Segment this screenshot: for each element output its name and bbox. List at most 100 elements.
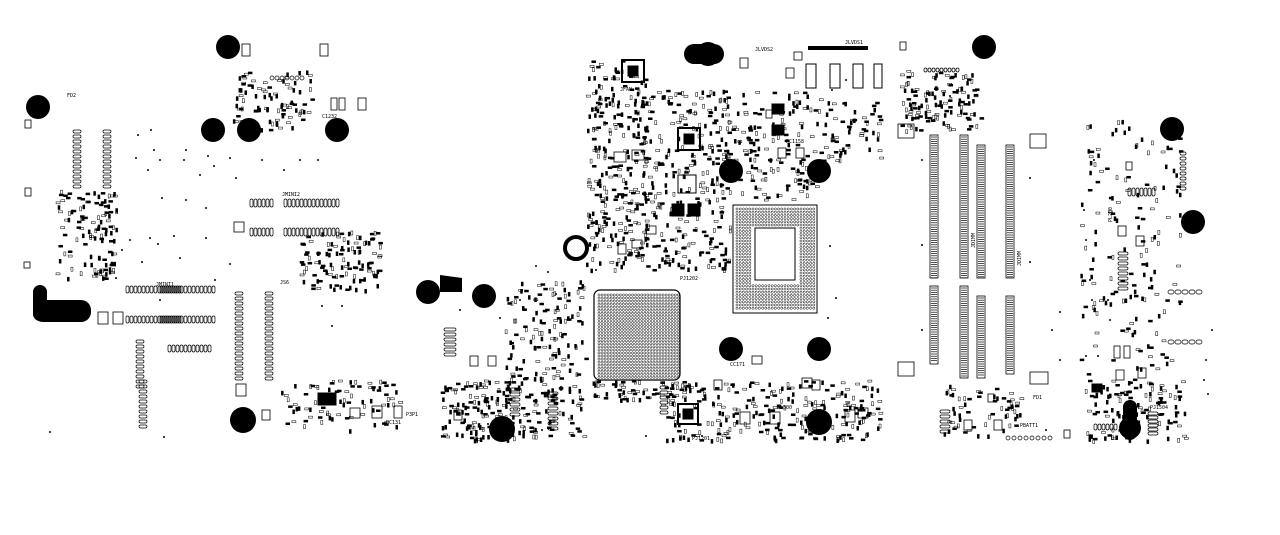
smd-part: [715, 387, 720, 390]
smd-part: [361, 399, 364, 405]
smd-part: [714, 245, 719, 249]
bga-ball: [628, 324, 631, 327]
smd-part: [712, 91, 716, 97]
bga-ball: [786, 287, 790, 291]
smd-part: [1153, 186, 1157, 191]
smd-part: [1095, 180, 1101, 184]
smd-part: [615, 77, 620, 81]
bga-ball: [758, 284, 761, 288]
smd-part: [242, 76, 248, 80]
bga-ball: [764, 297, 768, 300]
pin-pad: [135, 349, 145, 354]
smd-part: [762, 192, 767, 196]
smd-part: [734, 391, 739, 394]
smd-part: [319, 410, 324, 413]
smd-part: [575, 372, 579, 377]
smd-part: [391, 383, 396, 387]
via: [341, 305, 343, 307]
pin-pad: [509, 407, 521, 412]
pin-pad: [234, 351, 244, 356]
smd-part: [769, 158, 773, 163]
smd-part: [288, 116, 293, 119]
smd-part: [937, 104, 942, 108]
bga-ball: [628, 308, 631, 312]
pin-pad: [145, 285, 150, 294]
component-outline: [993, 419, 1003, 431]
pin-pad: [303, 227, 308, 237]
bga-ball: [622, 327, 625, 330]
smd-part: [440, 391, 446, 395]
bga-ball: [799, 223, 803, 227]
smd-part: [65, 196, 71, 200]
bga-ball: [646, 330, 650, 333]
smd-part: [618, 229, 623, 232]
smd-part: [764, 198, 769, 202]
bga-ball: [643, 305, 647, 309]
bga-ball: [634, 351, 637, 355]
bga-ball: [649, 327, 653, 330]
bga-ball: [786, 297, 790, 300]
smd-part: [676, 103, 682, 107]
smd-part: [1182, 434, 1187, 438]
smd-part: [1122, 298, 1125, 304]
smd-part: [718, 411, 722, 416]
bga-ball: [751, 217, 755, 220]
bga-ball: [600, 348, 604, 352]
bga-ball: [600, 324, 604, 327]
bga-ball: [673, 293, 677, 297]
mounting-hole: [416, 280, 440, 304]
bga-ball: [670, 308, 674, 312]
smd-part: [300, 263, 306, 266]
smd-part: [644, 159, 648, 165]
bga-ball: [658, 372, 662, 376]
bga-ball: [738, 220, 742, 224]
bga-ball: [661, 299, 665, 303]
smd-part: [490, 411, 495, 415]
bga-ball: [640, 342, 644, 346]
pin-pad: [234, 326, 244, 331]
bga-ball: [606, 293, 610, 297]
smd-part: [723, 432, 729, 435]
smd-part: [1109, 276, 1113, 281]
bga-ball: [597, 299, 601, 303]
ic-packages: [317, 59, 1103, 425]
smd-part: [469, 430, 473, 436]
smd-part: [355, 287, 358, 293]
smd-part: [727, 120, 733, 124]
bga-ball: [646, 302, 650, 306]
bga-ball: [673, 348, 677, 352]
bga-ball: [812, 290, 816, 294]
bga-ball: [790, 214, 793, 217]
smd-part: [809, 177, 813, 182]
bga-ball: [664, 299, 668, 303]
bga-ball: [606, 333, 610, 336]
smd-part: [610, 77, 616, 81]
bga-ball: [600, 376, 604, 379]
smd-part: [548, 344, 552, 350]
pin-pad: [1188, 289, 1196, 295]
smd-part: [664, 247, 667, 252]
bga-ball: [786, 290, 790, 294]
smd-part: [533, 403, 539, 407]
bga-ball: [670, 318, 674, 321]
pin-pad: [295, 227, 300, 237]
smd-part: [1092, 412, 1098, 416]
bga-ball: [770, 223, 774, 227]
pin-pad: [1181, 289, 1189, 295]
smd-part: [79, 206, 82, 212]
smd-part: [356, 235, 359, 240]
smd-part: [83, 262, 87, 267]
smd-part: [725, 113, 730, 117]
bga-ball: [664, 351, 668, 355]
bga-ball: [777, 210, 780, 214]
smd-part: [561, 358, 567, 361]
smd-part: [596, 126, 601, 129]
bga-ball: [761, 220, 764, 224]
smd-part: [1095, 410, 1100, 414]
smd-part: [514, 299, 517, 304]
pin-pad: [135, 369, 145, 374]
smd-part: [564, 304, 567, 310]
smd-part: [853, 406, 859, 410]
pin-pad: [1097, 423, 1102, 431]
bga-ball: [622, 351, 625, 355]
